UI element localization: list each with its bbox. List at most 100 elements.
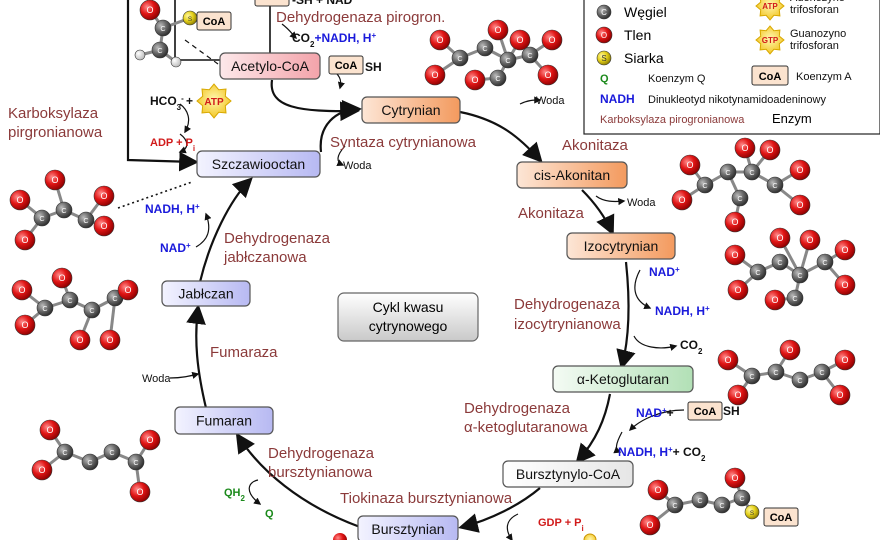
atom-letter: C — [157, 46, 162, 55]
atom-letter: S — [188, 16, 192, 23]
carbon-atom — [731, 189, 749, 207]
atom-letter: O — [766, 145, 773, 155]
gtp-marker — [583, 533, 597, 540]
carbon-atom — [791, 266, 809, 284]
sulfur-legend-icon — [596, 50, 612, 66]
carbon-atom — [666, 496, 684, 514]
atom-letter: C — [749, 372, 754, 381]
atom-letter: O — [58, 273, 65, 283]
center-title-line: Cykl kwasu — [373, 299, 444, 315]
sulfur-atom — [744, 504, 760, 520]
atom-letter: O — [734, 390, 741, 400]
legend-atom-letter: C — [601, 8, 607, 17]
legend-sulfur: Siarka — [624, 50, 664, 66]
carbon-atom — [81, 453, 99, 471]
legend-atp-desc: Adenozyno — [790, 0, 845, 4]
enzyme-succinate-dehydrogenase: Dehydrogenaza — [268, 445, 375, 462]
atom-letter: O — [836, 390, 843, 400]
arrow-nadh-co2-out-akg — [613, 431, 623, 454]
arrow-bicarbonate-in — [179, 103, 192, 134]
carbon-atom — [127, 453, 145, 471]
atom-letter: C — [755, 268, 760, 277]
atom-letter: O — [38, 465, 45, 475]
atom-letter: O — [724, 355, 731, 365]
arrow-nad-to-nadh-malate — [195, 212, 212, 248]
carbon-atom — [696, 176, 714, 194]
oxygen-atom — [727, 279, 749, 301]
atom-letter: O — [21, 320, 28, 330]
atom-letter: C — [749, 168, 754, 177]
oxygen-atom — [99, 329, 121, 351]
legend-atom-letter: S — [601, 54, 606, 63]
arrow-water-out-aconitase — [595, 195, 626, 206]
atom-letter: O — [516, 35, 523, 45]
atp-label: ATP — [204, 97, 224, 108]
atom-letter: O — [654, 485, 661, 495]
atom-letter: O — [841, 355, 848, 365]
oxygen-atom — [39, 419, 61, 441]
carbon-atom — [767, 363, 785, 381]
legend-atp-desc: trifosforan — [790, 4, 839, 16]
carbon-atom — [766, 176, 784, 194]
atom-letter: O — [51, 175, 58, 185]
arrow-pdh-products — [281, 23, 298, 40]
carbon-atom — [451, 49, 469, 67]
cofactor-co2-nadh-pdh: CO2+NADH, H+ — [292, 31, 376, 49]
atom-letter: O — [76, 335, 83, 345]
arrow-gdp-in-thiokinase — [505, 513, 519, 540]
atp-burst — [196, 83, 232, 119]
cofactor-nad-malate: NAD+ — [160, 241, 191, 256]
oxygen-atom — [93, 215, 115, 237]
carbon-atom — [36, 299, 54, 317]
oxygen-atom — [333, 533, 347, 540]
metabolite-label: Fumaran — [196, 413, 252, 429]
atom-letter: O — [431, 70, 438, 80]
atom-letter: O — [646, 520, 653, 530]
atom-letter: C — [87, 458, 92, 467]
atom-letter: C — [725, 168, 730, 177]
cofactor-water-synthase: Woda — [343, 160, 372, 172]
atom-letter: O — [796, 200, 803, 210]
atom-letter: C — [719, 501, 724, 510]
arrow-fumarate-to-malate — [186, 304, 208, 409]
atom-letter: C — [133, 458, 138, 467]
oxygen-atom — [799, 229, 821, 251]
atom-letter: O — [46, 425, 53, 435]
atom-letter: C — [39, 214, 44, 223]
atom-letter: C — [61, 206, 66, 215]
oxygen-atom — [764, 289, 786, 311]
oxygen-atom — [789, 159, 811, 181]
carbon-atom — [733, 489, 751, 507]
cofactor-bicarbonate: HCO3- — [150, 94, 184, 112]
oxygen-atom — [779, 339, 801, 361]
enzyme-aconitase: Akonitaza — [562, 137, 629, 154]
oxygen-atom — [69, 329, 91, 351]
legend-atp-label: ATP — [762, 2, 778, 11]
carbon-atom — [771, 253, 789, 271]
coa-label: CoA — [770, 512, 793, 524]
atom-letter: O — [544, 70, 551, 80]
arrow-pyruvate-carboxylase-branch — [126, 0, 199, 172]
atom-letter: O — [436, 35, 443, 45]
atom-letter: O — [100, 191, 107, 201]
atom-letter: C — [482, 44, 487, 53]
atom-letter: O — [146, 435, 153, 445]
arrow-malate-to-oxaloacetate — [198, 177, 253, 283]
atom-letter: S — [750, 510, 754, 517]
atom-letter: O — [731, 250, 738, 260]
metabolite-citrate: Cytrynian — [361, 96, 461, 124]
legend-coa-label: CoA — [759, 71, 782, 83]
atom-letter: O — [124, 285, 131, 295]
carbon-atom — [719, 163, 737, 181]
atom-letter: C — [737, 194, 742, 203]
metabolite-acetyl-coa: Acetylo-CoA — [219, 52, 321, 80]
oxygen-atom — [117, 279, 139, 301]
carbon-atom — [786, 289, 804, 307]
cofactor-water-fumarase: Woda — [142, 373, 171, 385]
enzyme-succinyl-thiokinase: Tiokinaza bursztynianowa — [340, 490, 513, 507]
atom-letter: C — [67, 296, 72, 305]
oxygen-atom — [14, 229, 36, 251]
oxygen-atom — [31, 459, 53, 481]
